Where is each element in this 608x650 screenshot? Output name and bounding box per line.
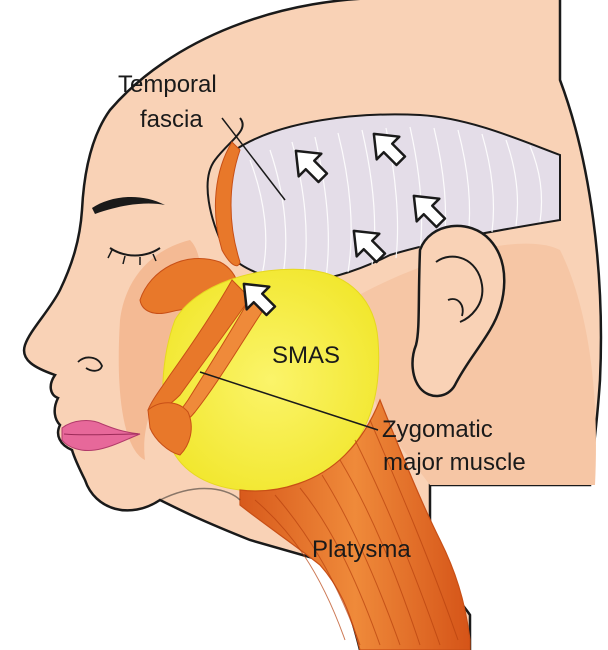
temporal-fascia-label-line1: Temporal xyxy=(118,71,217,98)
smas-label: SMAS xyxy=(272,342,340,369)
zygomatic-label-line1: Zygomatic xyxy=(382,416,493,443)
temporal-fascia-label-line2: fascia xyxy=(140,106,203,133)
zygomatic-label-line2: major muscle xyxy=(383,449,526,476)
platysma-label: Platysma xyxy=(312,536,411,563)
